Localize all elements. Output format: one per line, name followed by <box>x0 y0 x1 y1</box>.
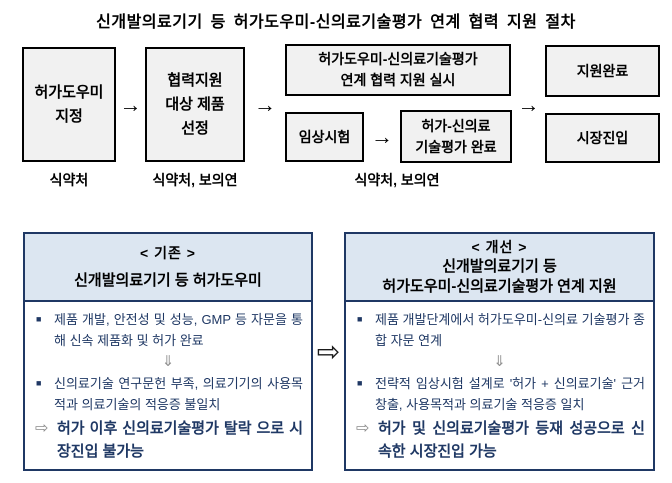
flow-arrow-4: → <box>517 92 540 117</box>
right-arrow-icon: ⇨ <box>356 420 370 438</box>
diagram-title: 신개발의료기기 등 허가도우미-신의료기술평가 연계 협력 지원 절차 <box>96 14 576 31</box>
square-bullet-icon: ■ <box>357 378 363 389</box>
flow-step-support: 허가도우미-신의료기술평가 연계 협력 지원 실시 <box>285 44 511 96</box>
down-arrow-icon: ⇓ <box>493 353 506 371</box>
right-arrow-icon: ⇨ <box>35 420 49 438</box>
panel-old-heading: 신개발의료기기 등 허가도우미 <box>74 271 262 289</box>
panel-new-body: ■ 제품 개발단계에서 허가도우미-신의료 기술평가 종합 자문 연계 ⇓ ■ … <box>346 302 653 469</box>
flow-step-selection: 협력지원 대상 제품 선정 <box>145 47 245 162</box>
panel-old: < 기존 > 신개발의료기기 등 허가도우미 ■ 제품 개발, 안전성 및 성능… <box>23 232 313 471</box>
flow-step-complete: 지원완료 <box>545 45 660 97</box>
square-bullet-icon: ■ <box>357 314 363 324</box>
panel-new-bullet-2: ■ 전략적 임상시험 설계로 '허가 + 신의료기술' 근거 창출, 사용목적과… <box>354 373 645 415</box>
flow-step-clinical: 임상시험 <box>285 112 364 162</box>
panel-old-header: < 기존 > 신개발의료기기 등 허가도우미 <box>25 234 311 302</box>
panel-new-heading: 신개발의료기기 등 허가도우미-신의료기술평가 연계 지원 <box>382 258 617 296</box>
flow-arrow-1: → <box>119 91 142 117</box>
panel-new-bullet-1: ■ 제품 개발단계에서 허가도우미-신의료 기술평가 종합 자문 연계 <box>354 309 645 351</box>
panel-old-result: ⇨ 허가 이후 신의료기술평가 탈락 으로 시장진입 불가능 <box>33 417 303 464</box>
flow-step-evaluation: 허가-신의료 기술평가 완료 <box>400 110 512 163</box>
panel-old-body: ■ 제품 개발, 안전성 및 성능, GMP 등 자문을 통해 신속 제품화 및… <box>25 302 311 469</box>
panel-transition-arrow-icon: ⇨ <box>316 335 341 367</box>
flow-arrow-2: → <box>254 91 276 117</box>
panel-new-header: < 개선 > 신개발의료기기 등 허가도우미-신의료기술평가 연계 지원 <box>346 234 653 302</box>
square-bullet-icon: ■ <box>36 314 42 324</box>
panel-old-bullet-2: ■ 신의료기술 연구문헌 부족, 의료기기의 사용목적과 의료기술의 적응증 불… <box>33 373 303 415</box>
agency-label-mfds-neca-1: 식약처, 보의연 <box>152 172 238 188</box>
flow-step-designation: 허가도우미 지정 <box>22 47 116 162</box>
panel-new: < 개선 > 신개발의료기기 등 허가도우미-신의료기술평가 연계 지원 ■ 제… <box>344 232 655 471</box>
panel-old-tag: < 기존 > <box>140 245 196 262</box>
agency-label-mfds-neca-2: 식약처, 보의연 <box>354 172 440 188</box>
down-arrow-icon: ⇓ <box>161 353 175 371</box>
panel-new-tag: < 개선 > <box>471 238 528 255</box>
panel-old-bullet-1: ■ 제품 개발, 안전성 및 성능, GMP 등 자문을 통해 신속 제품화 및… <box>33 309 303 351</box>
panel-new-result: ⇨ 허가 및 신의료기술평가 등재 성공으로 신속한 시장진입 가능 <box>354 417 645 464</box>
flow-arrow-3: → <box>371 124 393 149</box>
square-bullet-icon: ■ <box>36 378 42 389</box>
agency-label-mfds: 식약처 <box>49 172 89 188</box>
flow-step-market: 시장진입 <box>545 113 660 163</box>
